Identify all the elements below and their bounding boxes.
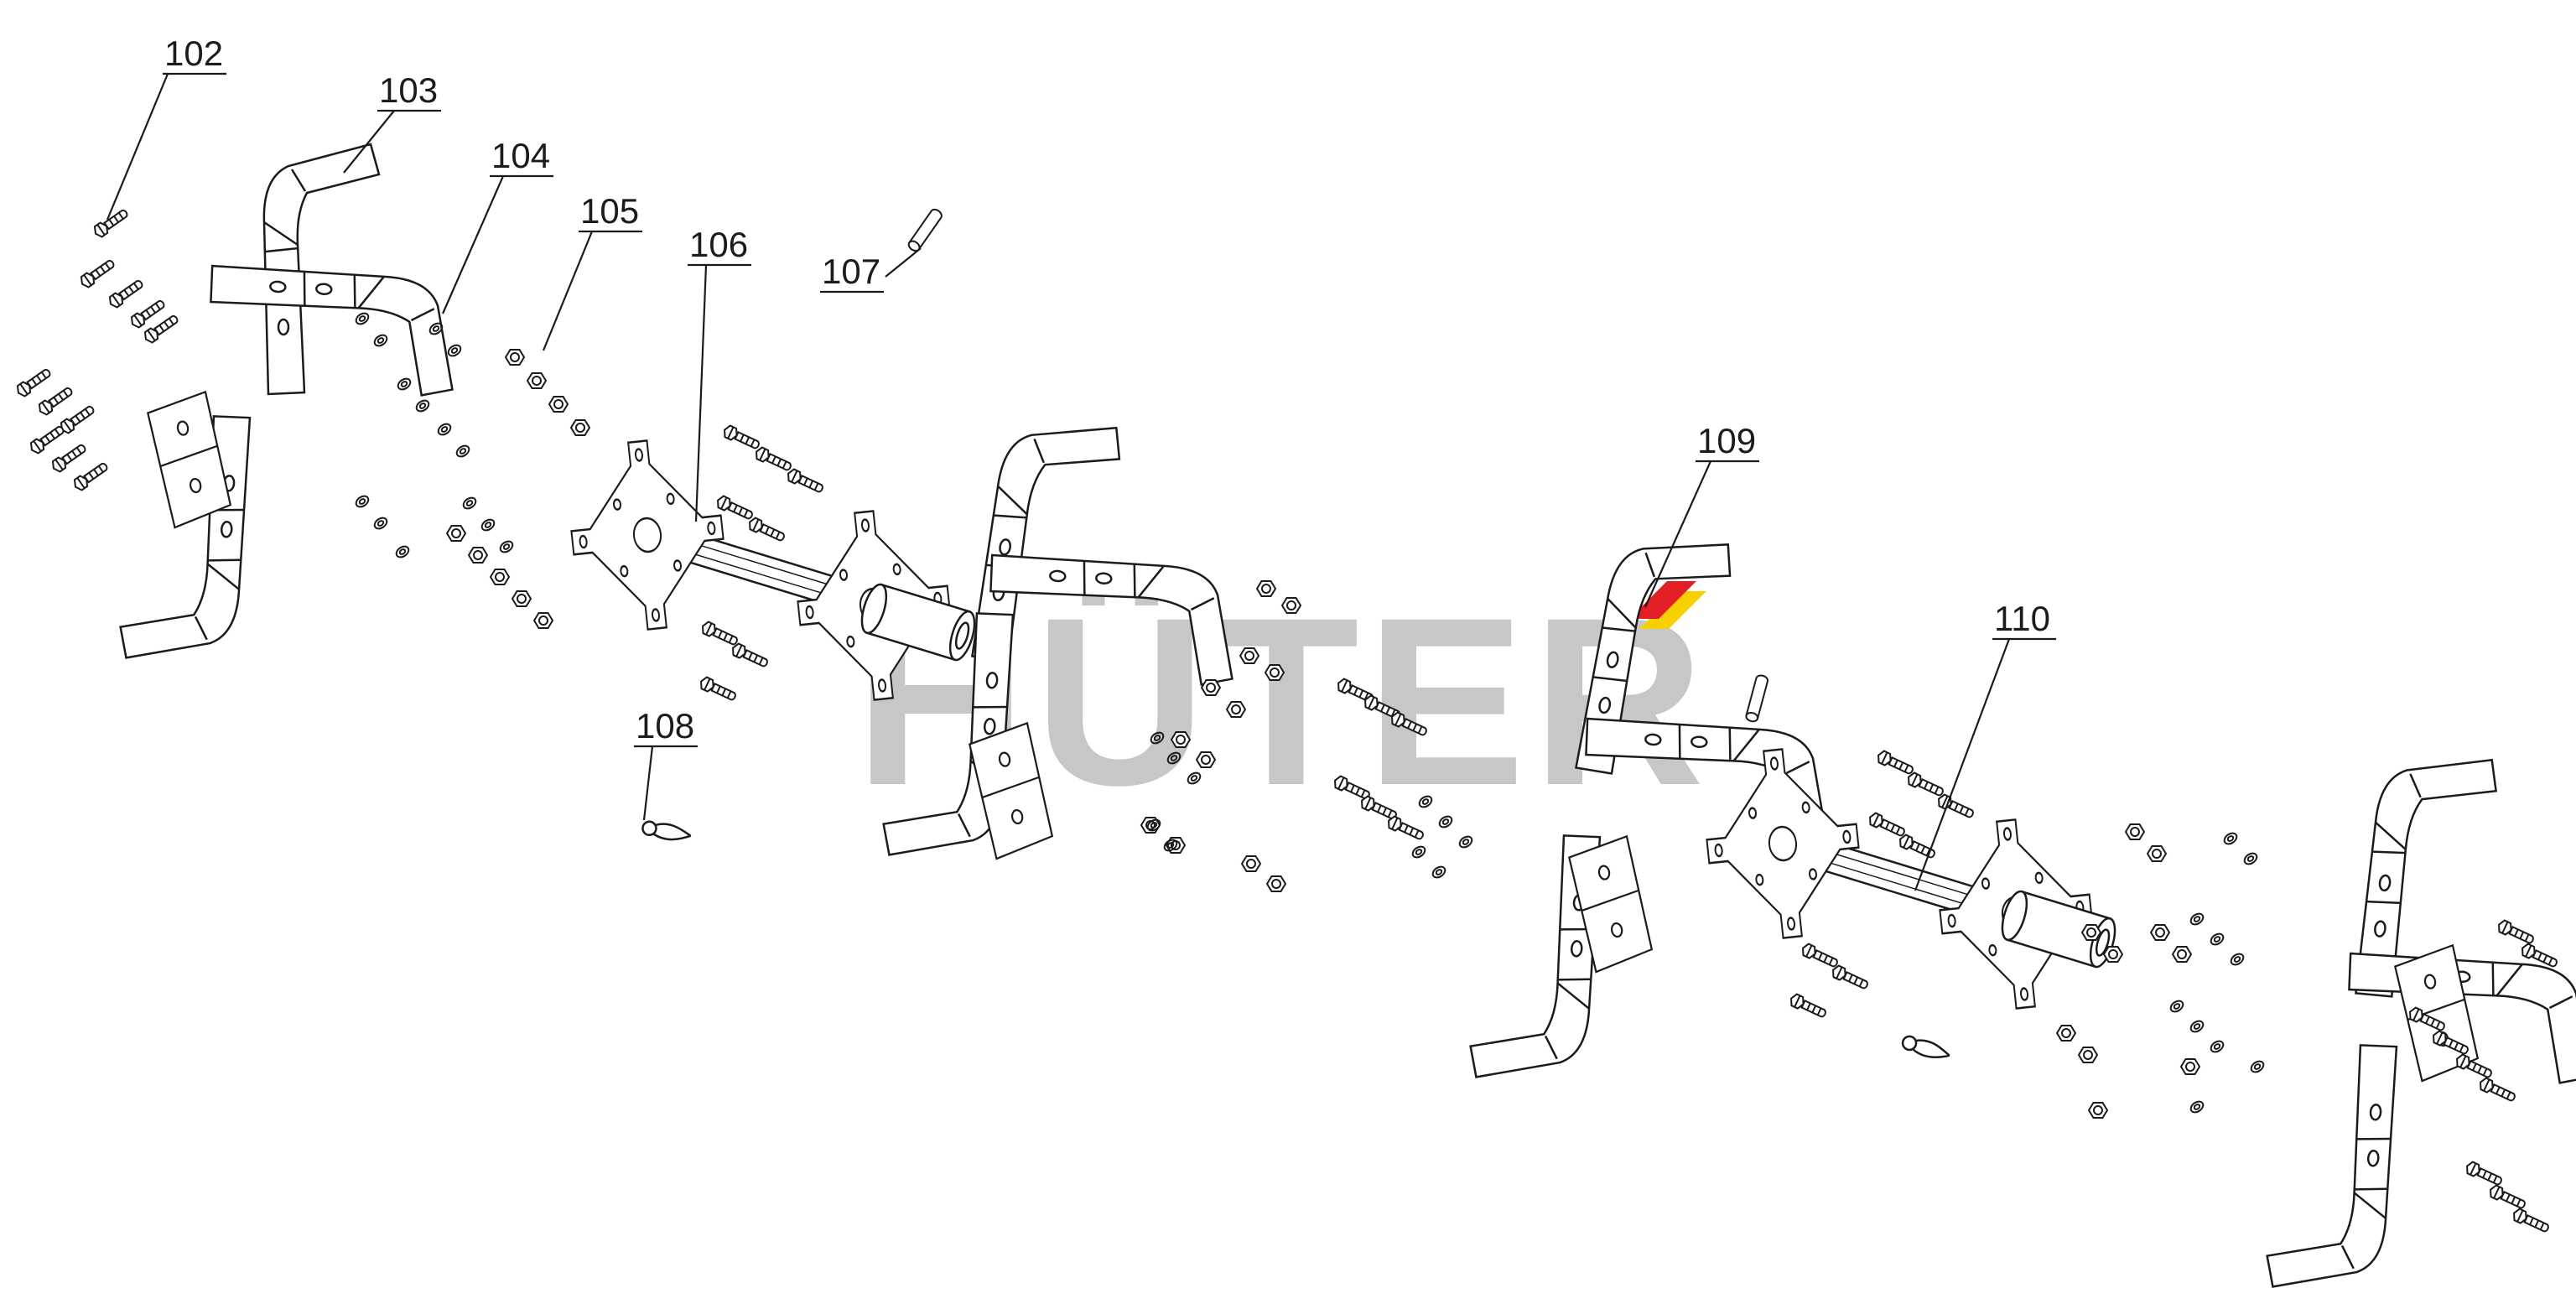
nut-part: [490, 569, 510, 585]
nut-part: [2172, 946, 2192, 963]
nut-part: [2150, 924, 2170, 941]
nut-part: [1256, 580, 1276, 597]
part-number-label-103: 103: [379, 70, 438, 110]
nut-part: [2180, 1058, 2200, 1075]
part-number-label-107: 107: [822, 252, 880, 291]
leader-line-105: [542, 231, 594, 351]
leader-line-103: [343, 110, 395, 174]
leader-line-108: [642, 745, 654, 821]
nut-part: [533, 612, 553, 629]
nut-part: [1265, 664, 1285, 681]
leader-line-106: [694, 264, 708, 522]
nut-part: [505, 349, 525, 366]
nut-part: [446, 525, 466, 542]
nut-part: [1241, 855, 1261, 872]
nut-part: [1226, 701, 1246, 718]
nut-part: [2056, 1025, 2076, 1041]
leader-line-109: [1644, 460, 1712, 608]
nut-part: [1239, 647, 1259, 664]
leader-line-107: [885, 247, 922, 278]
huter-logo-icon: [1621, 543, 1715, 667]
nut-part: [1201, 679, 1221, 696]
part-number-label-105: 105: [580, 191, 639, 231]
part-number-label-110: 110: [1994, 599, 2050, 638]
nut-part: [1266, 875, 1286, 892]
nut-part: [1281, 597, 1301, 614]
part-number-label-109: 109: [1697, 421, 1756, 460]
part-number-label-108: 108: [636, 706, 694, 745]
part-number-label-106: 106: [689, 225, 748, 264]
nut-part: [1196, 751, 1216, 768]
nut-part: [527, 372, 547, 389]
nut-part: [468, 547, 488, 564]
leader-line-110: [1914, 638, 2011, 891]
nut-part: [548, 396, 569, 413]
nut-part: [512, 590, 532, 607]
leader-line-102: [106, 73, 169, 221]
huter-logo-red-chevron: [1621, 543, 1705, 657]
nut-part: [2125, 823, 2145, 840]
leader-line-104: [441, 175, 505, 314]
nut-part: [570, 419, 590, 436]
nut-part: [1171, 731, 1191, 748]
callouts-layer: 102 103 104 105 106 107 108 109 110: [106, 34, 2056, 891]
nut-part: [2147, 845, 2167, 862]
nut-part: [2081, 924, 2101, 941]
nut-part: [2088, 1102, 2108, 1119]
nut-part: [2103, 946, 2123, 963]
part-number-label-104: 104: [491, 136, 550, 175]
huter-logo-yellow-chevron: [1631, 553, 1715, 667]
nut-part: [2078, 1047, 2098, 1063]
part-number-label-102: 102: [164, 34, 223, 73]
